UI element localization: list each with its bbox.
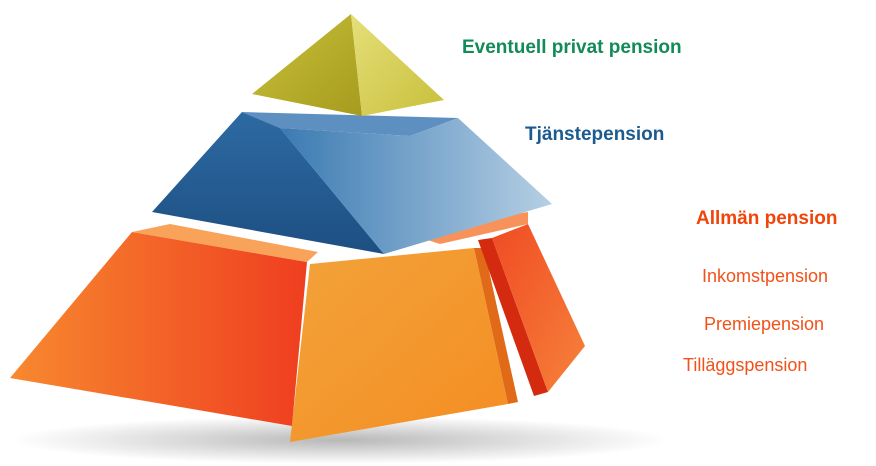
top-right-face (351, 14, 444, 116)
base-front-block-edge (474, 248, 518, 404)
label-private-pension: Eventuell privat pension (462, 37, 682, 58)
base-left-block (10, 232, 307, 426)
base-seam (478, 238, 548, 396)
tier-private-pension (252, 14, 444, 116)
middle-left-face (152, 112, 384, 254)
base-right-block (492, 224, 585, 392)
middle-right-face (280, 118, 552, 254)
base-front-block (290, 248, 508, 442)
base-left-block-top (132, 224, 318, 262)
tier-public-pension (10, 212, 585, 442)
label-public-pension: Allmän pension (696, 208, 838, 229)
tier-occupational-pension (152, 112, 552, 254)
label-premium-pension: Premiepension (704, 314, 825, 334)
top-left-face (252, 14, 362, 116)
middle-top-face (242, 112, 458, 136)
label-occupational-pension: Tjänstepension (525, 124, 665, 145)
label-income-pension: Inkomstpension (702, 266, 829, 286)
label-supplementary-pension: Tilläggspension (683, 355, 808, 375)
ground-shadow (10, 416, 670, 464)
